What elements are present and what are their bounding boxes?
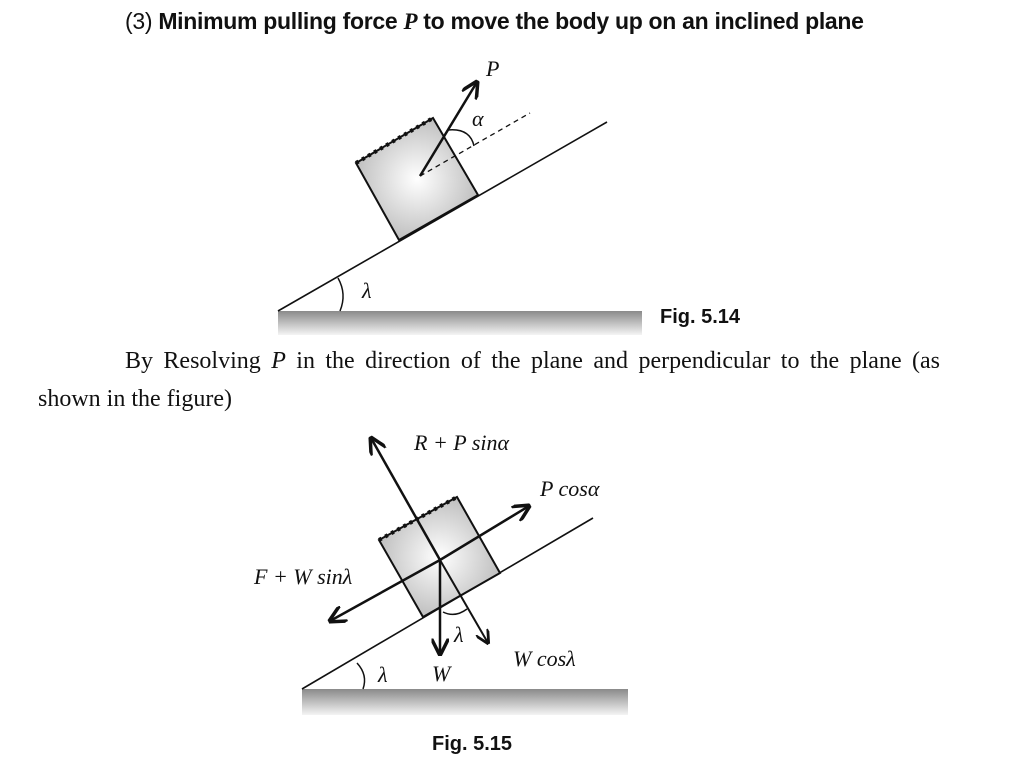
paragraph-variable: P bbox=[271, 348, 286, 374]
label-lambda-incline: λ bbox=[377, 662, 388, 687]
normal-force-arrow bbox=[371, 438, 442, 561]
label-weight: W bbox=[432, 661, 452, 686]
block bbox=[354, 116, 480, 242]
body-paragraph: By Resolving P in the direction of the p… bbox=[38, 342, 940, 418]
figure-caption-5-15: Fig. 5.15 bbox=[432, 733, 513, 755]
figure-caption-5-14: Fig. 5.14 bbox=[660, 306, 741, 328]
weight-normal-arrow bbox=[439, 559, 488, 643]
label-p-cos-alpha: P cosα bbox=[539, 476, 600, 501]
figure-5-15: R + P sinα P cosα F + W sinλ λ W W cosλ … bbox=[253, 430, 628, 715]
lambda-arc bbox=[337, 277, 344, 312]
incline-line bbox=[277, 121, 608, 312]
block-rough-edge bbox=[354, 116, 435, 165]
lambda-arc-weight bbox=[442, 608, 468, 616]
force-p-arrow bbox=[418, 82, 477, 177]
ground bbox=[302, 689, 628, 715]
lambda-arc-incline bbox=[356, 662, 366, 690]
block-rough-edge bbox=[378, 495, 458, 542]
section-heading: (3) Minimum pulling force P to move the … bbox=[38, 2, 940, 41]
heading-text: Minimum pulling force bbox=[158, 8, 404, 34]
figure-5-14: P α λ bbox=[277, 56, 642, 335]
label-alpha: α bbox=[472, 106, 484, 131]
label-normal: R + P sinα bbox=[413, 430, 509, 455]
heading-variable: P bbox=[403, 9, 418, 34]
label-weight-normal: W cosλ bbox=[513, 646, 576, 671]
heading-text-rest: to move the body up on an inclined plane bbox=[417, 8, 864, 34]
label-lambda: λ bbox=[361, 278, 372, 303]
label-p: P bbox=[485, 56, 499, 81]
label-friction: F + W sinλ bbox=[253, 564, 352, 589]
p-cos-alpha-arrow bbox=[439, 506, 529, 562]
ground bbox=[278, 311, 642, 335]
section-number: (3) bbox=[125, 8, 153, 34]
paragraph-text-rest: in the direction of the plane and perpen… bbox=[38, 348, 940, 412]
friction-arrow bbox=[330, 558, 441, 621]
reference-dashed-line bbox=[419, 112, 531, 177]
label-lambda-weight: λ bbox=[453, 622, 464, 647]
alpha-arc bbox=[447, 129, 475, 147]
paragraph-text: By Resolving bbox=[125, 348, 272, 374]
